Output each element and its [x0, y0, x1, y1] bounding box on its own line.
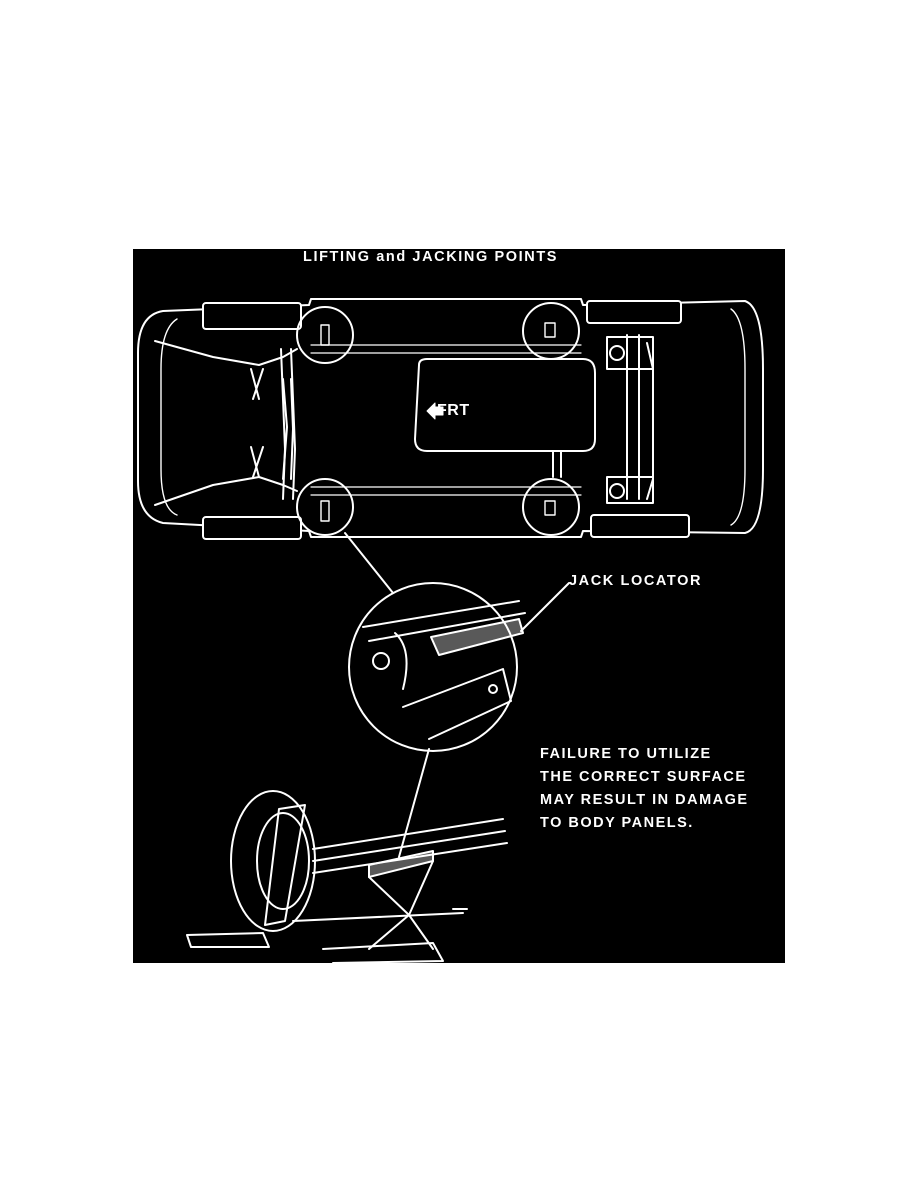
front-mount-left — [609, 345, 625, 361]
warning-text: FAILURE TO UTILIZE THE CORRECT SURFACE M… — [540, 743, 749, 835]
front-subframe — [606, 336, 654, 504]
front-crossmember — [626, 334, 640, 500]
rear-axle-link-lower — [154, 476, 298, 506]
detail-jack-saddle — [402, 668, 512, 740]
tire-front-left — [586, 300, 682, 324]
detail-bracket — [394, 632, 408, 690]
detail-bolt — [372, 652, 390, 670]
rear-axle-link-upper — [154, 340, 298, 366]
front-mount-right — [609, 483, 625, 499]
detail-circle — [348, 582, 518, 752]
fuel-tank — [414, 358, 596, 452]
wheel-tire — [230, 790, 316, 932]
front-direction-label: FRT — [437, 402, 470, 419]
inner-rocker-line-bottom — [310, 486, 582, 496]
jack-point-rear-right — [296, 478, 354, 536]
warning-line: FAILURE TO UTILIZE — [540, 746, 712, 762]
jack-point-front-right — [522, 478, 580, 536]
leader-line-to-jack — [398, 748, 430, 858]
wheel-rim — [256, 812, 310, 910]
detail-pinch-weld — [430, 618, 524, 656]
tire-rear-left — [202, 302, 302, 330]
jack-locator-detail — [348, 582, 526, 752]
rocker-panel-lines — [312, 818, 508, 874]
diagram-line-art — [137, 298, 764, 963]
jack-point-rear-left — [296, 306, 354, 364]
diagram-title: LIFTING and JACKING POINTS — [303, 249, 559, 265]
leader-line-jack-locator — [520, 582, 570, 632]
tire-front-right — [590, 514, 690, 538]
jack-screw — [292, 908, 468, 922]
rear-bumper-line — [160, 318, 178, 516]
jack-saddle — [368, 850, 434, 878]
front-bumper-line — [730, 308, 746, 526]
tire-rear-right — [202, 516, 302, 540]
body-outline — [137, 298, 764, 538]
exhaust-pipe — [282, 378, 294, 480]
front-stabilizer-bar — [646, 342, 654, 500]
leader-line-to-detail — [344, 532, 394, 594]
warning-line: TO BODY PANELS. — [540, 815, 694, 831]
jack-locator-label: JACK LOCATOR — [569, 573, 703, 589]
jack-point-front-left — [522, 302, 580, 360]
rear-shock-bottom — [250, 446, 264, 478]
arrow-left-icon — [426, 402, 444, 420]
warning-line: THE CORRECT SURFACE — [540, 769, 747, 785]
inner-rocker-line-top — [310, 344, 582, 354]
lifting-jacking-diagram: LIFTING and JACKING POINTS FRT JACK LOCA… — [133, 249, 785, 963]
rear-shock-top — [250, 368, 264, 400]
warning-line: MAY RESULT IN DAMAGE — [540, 792, 749, 808]
jack-base — [322, 942, 444, 963]
detail-rocker-panel — [362, 600, 526, 642]
lug-wrench — [186, 804, 306, 948]
vehicle-underbody — [137, 298, 764, 540]
wheel-and-scissor-jack — [186, 790, 508, 963]
front-tie-rod — [552, 450, 562, 478]
